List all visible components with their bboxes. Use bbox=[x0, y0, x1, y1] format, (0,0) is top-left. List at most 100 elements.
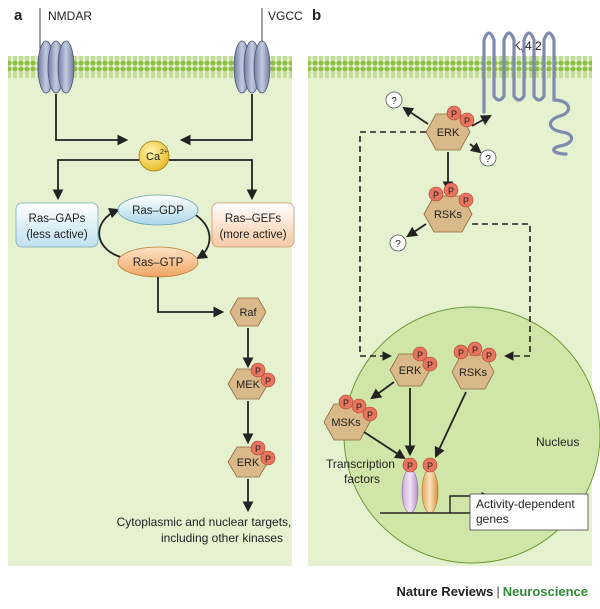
svg-text:P: P bbox=[255, 444, 261, 454]
arrow-vgcc-to-calcium bbox=[179, 94, 253, 146]
tf-protein-2: P bbox=[421, 457, 439, 514]
erk-b-top-phospho-2: P bbox=[459, 112, 475, 128]
calcium-superscript: 2+ bbox=[160, 149, 168, 156]
ras-gaps-label: Ras–GAPs bbox=[29, 213, 86, 225]
panel-a: a NMDAR VGCC Ca 2+ bbox=[8, 7, 303, 566]
erk-a-phospho-2: P bbox=[260, 450, 276, 466]
vgcc-channel bbox=[233, 40, 271, 94]
erk-label-b-top: ERK bbox=[437, 127, 460, 139]
arrow-erk-translocation bbox=[359, 131, 426, 361]
arrow-calcium-to-gefs bbox=[169, 159, 258, 201]
raf-label: Raf bbox=[239, 307, 257, 319]
svg-text:P: P bbox=[486, 351, 492, 361]
targets-line-2: including other kinases bbox=[161, 531, 283, 545]
question-node-1: ? bbox=[385, 91, 403, 109]
svg-text:P: P bbox=[472, 345, 478, 355]
panel-b: b Kv4.2 ERK P P ? ? RSKs P bbox=[308, 7, 600, 566]
arrow-rsks-translocation bbox=[472, 223, 531, 361]
erk-b-top-phospho-1: P bbox=[446, 105, 462, 121]
arrow-nmdar-to-calcium bbox=[55, 94, 129, 146]
erk-nuc-phospho-2: P bbox=[422, 356, 438, 372]
transcription-label-2: factors bbox=[344, 472, 380, 486]
rsks-top-phospho-3: P bbox=[458, 192, 474, 208]
arrow-gdp-to-gtp bbox=[193, 213, 211, 260]
ras-gaps-sublabel: (less active) bbox=[26, 229, 88, 241]
arrow-gtp-to-raf bbox=[157, 277, 225, 318]
footer-journal: Neuroscience bbox=[502, 584, 588, 599]
panel-a-membrane bbox=[8, 56, 292, 78]
ras-gdp-label: Ras–GDP bbox=[132, 205, 184, 217]
question-node-2: ? bbox=[479, 149, 497, 167]
ras-gefs-sublabel: (more active) bbox=[219, 229, 286, 241]
erk-node-a: ERK P P bbox=[227, 440, 276, 478]
panel-b-letter: b bbox=[312, 7, 321, 24]
svg-text:P: P bbox=[463, 196, 469, 206]
footer-separator: | bbox=[496, 584, 500, 599]
msks-phospho-1: P bbox=[338, 394, 354, 410]
calcium-label: Ca bbox=[146, 151, 161, 163]
ras-gaps-box: Ras–GAPs (less active) bbox=[15, 202, 99, 248]
ras-gtp-node: Ras–GTP bbox=[117, 246, 199, 278]
rsks-node-b-top: RSKs P P P bbox=[423, 182, 474, 233]
journal-footer: Nature Reviews|Neuroscience bbox=[397, 584, 588, 599]
svg-text:P: P bbox=[458, 348, 464, 358]
arrow-erk-to-q2 bbox=[469, 142, 482, 154]
footer-brand: Nature Reviews bbox=[396, 584, 494, 599]
arrow-msks-to-tf bbox=[363, 431, 406, 460]
erk-label-a: ERK bbox=[237, 457, 260, 469]
vgcc-label: VGCC bbox=[268, 9, 303, 23]
arrow-erk-to-msks bbox=[370, 381, 395, 400]
svg-text:P: P bbox=[356, 402, 362, 412]
svg-text:P: P bbox=[343, 398, 349, 408]
svg-text:P: P bbox=[427, 461, 433, 471]
svg-text:P: P bbox=[265, 376, 271, 386]
arrow-erk-to-q1 bbox=[402, 106, 429, 125]
rsks-node-b-nucleus: RSKs P P P bbox=[451, 341, 497, 390]
activity-genes-line-1: Activity-dependent bbox=[476, 497, 575, 511]
erk-node-b-top: ERK P P bbox=[425, 105, 475, 151]
ras-gefs-box: Ras–GEFs (more active) bbox=[211, 202, 295, 248]
rsks-nuc-phospho-1: P bbox=[453, 344, 469, 360]
mek-node: MEK P P bbox=[227, 362, 276, 400]
arrow-erk-to-kv42 bbox=[471, 114, 492, 127]
panel-b-membrane bbox=[308, 56, 592, 78]
targets-line-1: Cytoplasmic and nuclear targets, bbox=[117, 515, 292, 529]
erk-node-b-nucleus: ERK P P bbox=[389, 346, 438, 387]
nmdar-channel bbox=[37, 40, 75, 94]
svg-text:P: P bbox=[265, 454, 271, 464]
msks-node: MSKs P P P bbox=[323, 394, 378, 441]
erk-a-phospho-1: P bbox=[250, 440, 266, 456]
activity-genes-box: Activity-dependent genes bbox=[469, 493, 589, 531]
svg-text:P: P bbox=[417, 350, 423, 360]
svg-text:?: ? bbox=[485, 154, 491, 165]
arrow-calcium-to-gaps bbox=[52, 159, 139, 201]
tf-protein-1: P bbox=[401, 457, 419, 514]
mek-phospho-1: P bbox=[250, 362, 266, 378]
tf2-phospho: P bbox=[422, 457, 438, 473]
rsks-nuc-phospho-2: P bbox=[467, 341, 483, 357]
erk-nuc-phospho-1: P bbox=[412, 346, 428, 362]
svg-text:P: P bbox=[448, 186, 454, 196]
ras-gefs-label: Ras–GEFs bbox=[225, 213, 281, 225]
svg-text:P: P bbox=[255, 366, 261, 376]
msks-label: MSKs bbox=[331, 417, 361, 429]
svg-text:P: P bbox=[427, 360, 433, 370]
mek-label: MEK bbox=[236, 379, 261, 391]
transcription-label-1: Transcription bbox=[326, 457, 395, 471]
nmdar-label: NMDAR bbox=[48, 9, 92, 23]
activity-genes-line-2: genes bbox=[476, 512, 509, 526]
rsks-label-b-top: RSKs bbox=[434, 209, 463, 221]
svg-text:?: ? bbox=[391, 96, 397, 107]
svg-text:P: P bbox=[367, 410, 373, 420]
svg-text:P: P bbox=[433, 190, 439, 200]
msks-phospho-3: P bbox=[362, 406, 378, 422]
tf1-phospho: P bbox=[402, 457, 418, 473]
ras-gdp-node: Ras–GDP bbox=[117, 194, 199, 226]
panel-a-letter: a bbox=[14, 7, 23, 24]
kv42-channel bbox=[482, 31, 574, 156]
ras-gtp-label: Ras–GTP bbox=[133, 257, 184, 269]
rsks-top-phospho-1: P bbox=[428, 186, 444, 202]
raf-node: Raf bbox=[229, 297, 267, 327]
svg-text:P: P bbox=[407, 461, 413, 471]
calcium-node: Ca 2+ bbox=[138, 140, 170, 172]
